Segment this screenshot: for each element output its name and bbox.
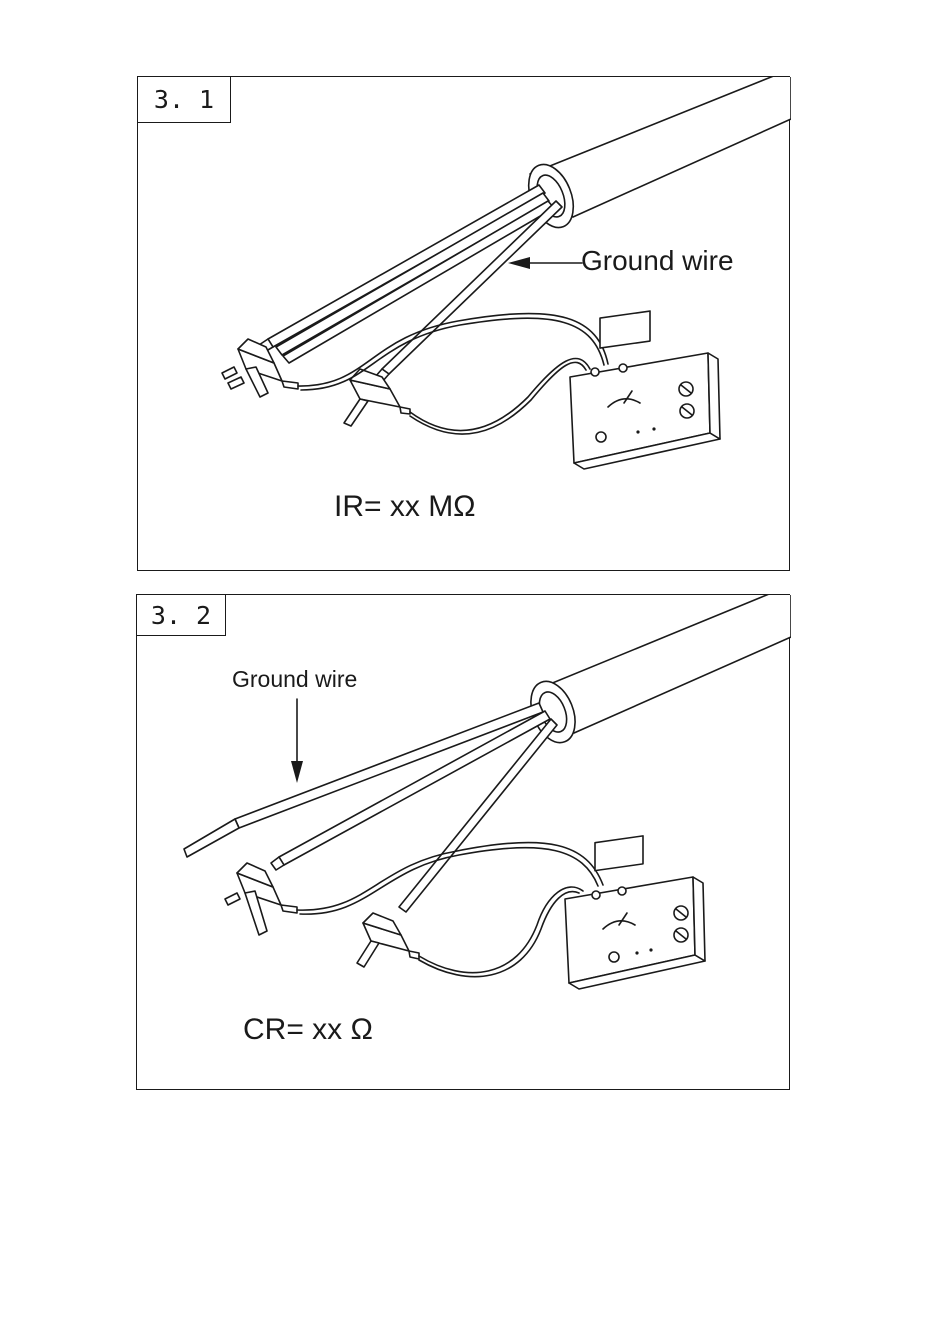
panel-tag: 3. 1 <box>138 77 231 123</box>
ground-wire-label: Ground wire <box>232 666 357 693</box>
alligator-clip-conductor <box>237 863 297 935</box>
alligator-clip-ground <box>357 913 419 967</box>
panel-tag: 3. 2 <box>137 595 226 636</box>
diagram-panel-3-2: 3. 2 <box>136 594 790 1090</box>
ground-wire-arrow <box>508 257 582 269</box>
test-leads <box>297 842 603 976</box>
alligator-clip-ground <box>344 369 410 426</box>
ground-wire-arrow <box>291 699 303 783</box>
diagram-panel-3-1: 3. 1 <box>137 76 790 571</box>
test-leads <box>298 313 608 434</box>
ground-wire <box>184 703 543 857</box>
ground-wire-label: Ground wire <box>581 245 734 277</box>
cable-conductors <box>279 711 557 912</box>
cable-conductors <box>268 185 554 363</box>
insulation-tester-meter <box>570 311 720 469</box>
insulation-resistance-formula: IR= xx MΩ <box>334 490 476 524</box>
continuity-resistance-formula: CR= xx Ω <box>243 1013 373 1047</box>
cable-jacket <box>520 77 791 234</box>
cable-jacket <box>522 595 791 749</box>
